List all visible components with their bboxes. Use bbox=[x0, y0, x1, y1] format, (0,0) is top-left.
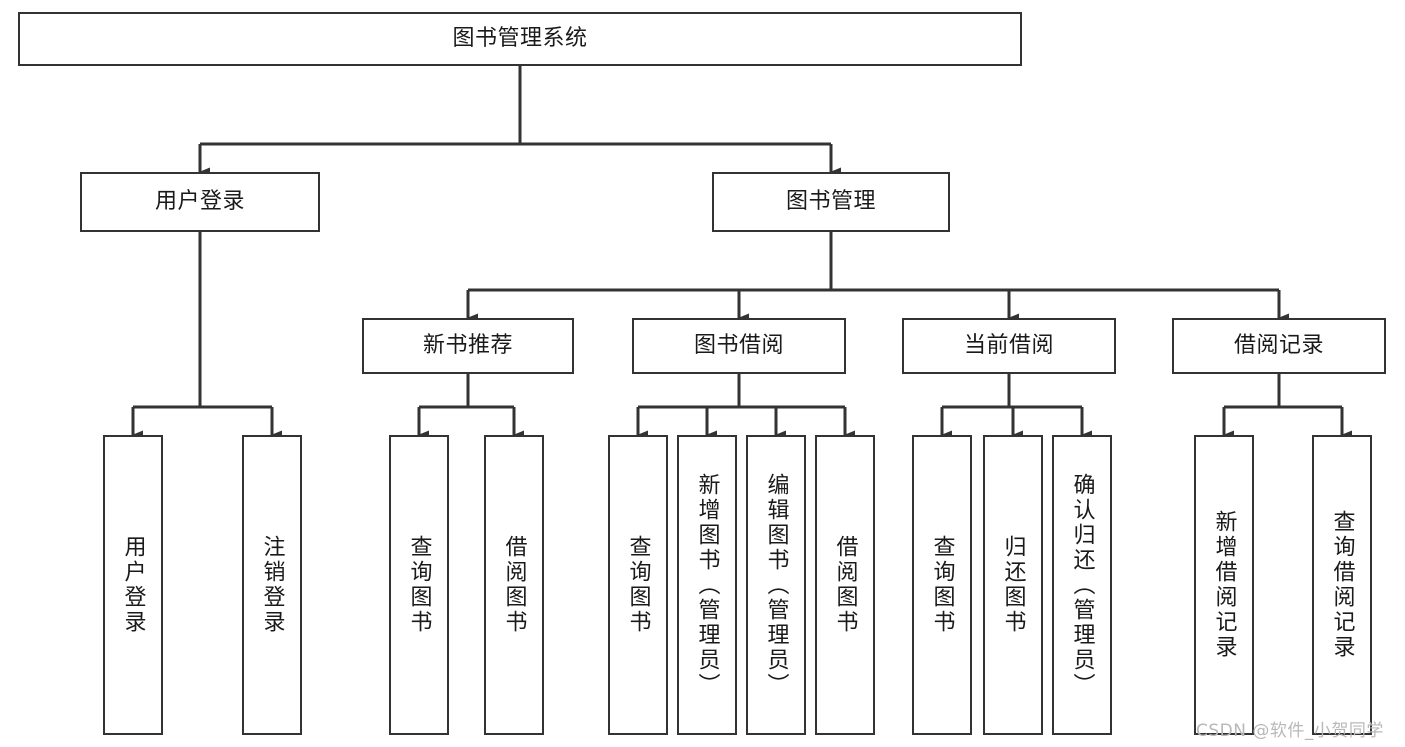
node-label: 查询图书 bbox=[625, 535, 651, 635]
node-label: 查询图书 bbox=[929, 535, 955, 635]
node-label: 借阅图书 bbox=[501, 535, 527, 635]
node-label: 确认归还（管理员） bbox=[1069, 472, 1095, 698]
node-l-query2[interactable]: 查询图书 bbox=[608, 435, 668, 735]
node-l-return[interactable]: 归还图书 bbox=[983, 435, 1043, 735]
node-borrow[interactable]: 图书借阅 bbox=[632, 318, 846, 374]
node-label: 编辑图书（管理员） bbox=[763, 472, 789, 698]
node-l-borrow2[interactable]: 借阅图书 bbox=[815, 435, 875, 735]
node-label: 查询图书 bbox=[406, 535, 432, 635]
node-l-confirm[interactable]: 确认归还（管理员） bbox=[1052, 435, 1112, 735]
node-l-query3[interactable]: 查询图书 bbox=[912, 435, 972, 735]
connector-group bbox=[131, 66, 1352, 440]
node-label: 借阅记录 bbox=[1233, 332, 1324, 358]
node-l-edit[interactable]: 编辑图书（管理员） bbox=[746, 435, 806, 735]
node-l-add[interactable]: 新增图书（管理员） bbox=[677, 435, 737, 735]
node-label: 图书借阅 bbox=[693, 332, 784, 358]
node-label: 用户登录 bbox=[120, 535, 146, 635]
node-label: 新增图书（管理员） bbox=[694, 472, 720, 698]
node-label: 新增借阅记录 bbox=[1211, 510, 1237, 660]
node-bookmgmt[interactable]: 图书管理 bbox=[712, 172, 950, 232]
node-label: 图书管理 bbox=[785, 188, 876, 214]
node-label: 图书管理系统 bbox=[452, 25, 588, 51]
node-l-addrec[interactable]: 新增借阅记录 bbox=[1194, 435, 1254, 735]
node-l-query1[interactable]: 查询图书 bbox=[389, 435, 449, 735]
node-login[interactable]: 用户登录 bbox=[80, 172, 320, 232]
node-label: 查询借阅记录 bbox=[1329, 510, 1355, 660]
node-current[interactable]: 当前借阅 bbox=[902, 318, 1116, 374]
node-l-logout[interactable]: 注销登录 bbox=[242, 435, 302, 735]
node-label: 归还图书 bbox=[1000, 535, 1026, 635]
node-label: 新书推荐 bbox=[422, 332, 513, 358]
node-label: 用户登录 bbox=[154, 188, 245, 214]
node-l-borrow1[interactable]: 借阅图书 bbox=[484, 435, 544, 735]
node-root[interactable]: 图书管理系统 bbox=[18, 12, 1022, 66]
node-newrec[interactable]: 新书推荐 bbox=[362, 318, 574, 374]
node-l-login[interactable]: 用户登录 bbox=[103, 435, 163, 735]
node-l-queryrec[interactable]: 查询借阅记录 bbox=[1312, 435, 1372, 735]
node-label: 当前借阅 bbox=[963, 332, 1054, 358]
node-records[interactable]: 借阅记录 bbox=[1172, 318, 1386, 374]
node-label: 注销登录 bbox=[259, 535, 285, 635]
node-label: 借阅图书 bbox=[832, 535, 858, 635]
